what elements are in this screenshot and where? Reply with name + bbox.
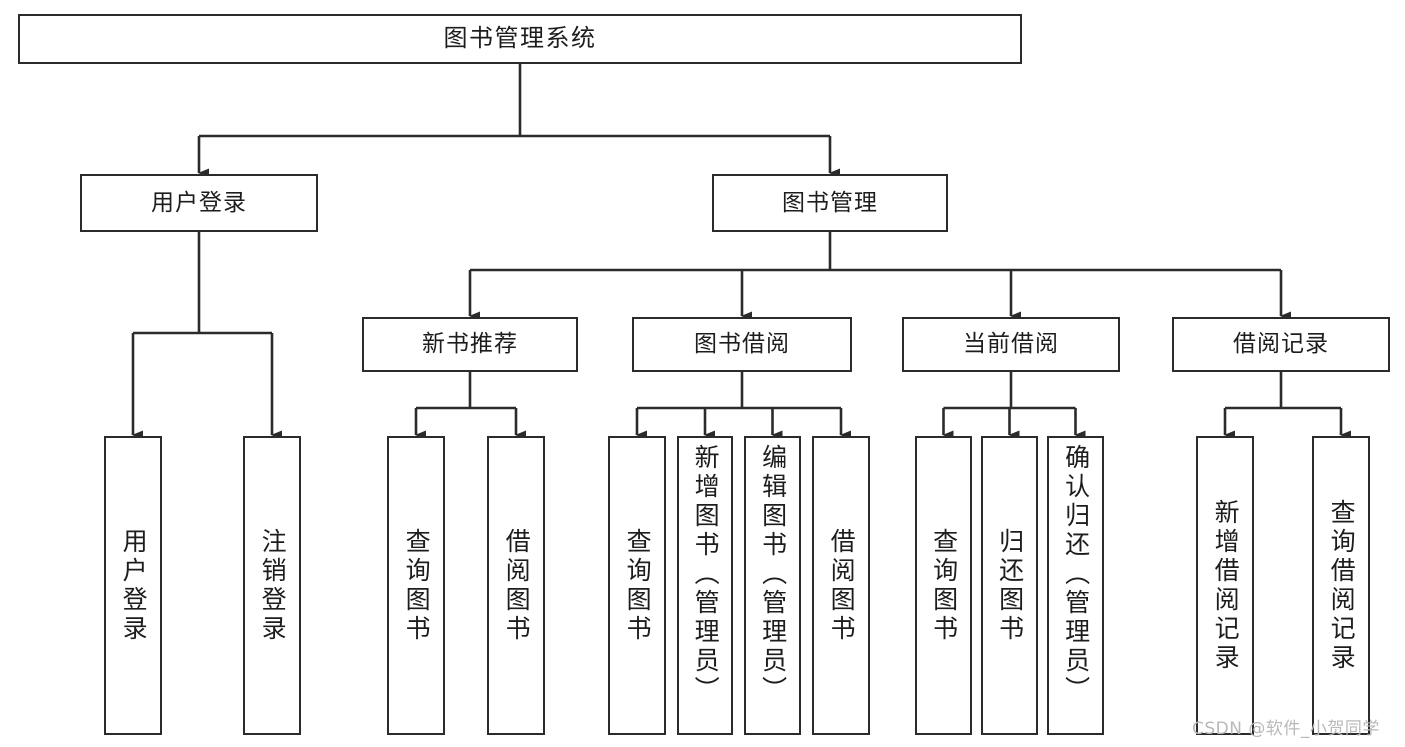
- node-label: 新增借阅记录: [1211, 498, 1241, 673]
- node-label: 新书推荐: [422, 331, 518, 358]
- node-label: 图书借阅: [694, 331, 790, 358]
- node-label: 用户登录: [151, 189, 247, 216]
- leaf-query-book-new[interactable]: 查询图书: [387, 436, 445, 735]
- node-label: 查询借阅记录: [1327, 498, 1357, 673]
- node-label: 归还图书: [995, 527, 1025, 644]
- node-label: 图书管理系统: [443, 24, 597, 53]
- leaf-edit-book-admin[interactable]: 编辑图书（管理员）: [744, 436, 801, 735]
- node-label: 查询图书: [929, 527, 959, 644]
- leaf-return-book[interactable]: 归还图书: [981, 436, 1038, 735]
- node-new-book-rec[interactable]: 新书推荐: [362, 317, 578, 372]
- node-label: 图书管理: [782, 189, 878, 216]
- node-label: 查询图书: [623, 527, 653, 644]
- leaf-query-book-c[interactable]: 查询图书: [915, 436, 972, 735]
- leaf-add-book-admin[interactable]: 新增图书（管理员）: [677, 436, 733, 735]
- leaf-confirm-return[interactable]: 确认归还（管理员）: [1047, 436, 1104, 735]
- node-label: 当前借阅: [963, 331, 1059, 358]
- watermark: CSDN @软件_小贺同学: [1192, 719, 1380, 739]
- leaf-add-record[interactable]: 新增借阅记录: [1196, 436, 1254, 735]
- node-label: 注销登录: [258, 527, 288, 644]
- node-label: 借阅记录: [1233, 331, 1329, 358]
- node-current-borrow[interactable]: 当前借阅: [902, 317, 1120, 372]
- leaf-user-login[interactable]: 用户登录: [104, 436, 162, 735]
- node-book-manage[interactable]: 图书管理: [712, 174, 948, 232]
- node-user-login[interactable]: 用户登录: [80, 174, 318, 232]
- node-label: 编辑图书（管理员）: [758, 444, 788, 705]
- leaf-query-book-b[interactable]: 查询图书: [608, 436, 666, 735]
- node-label: 确认归还（管理员）: [1061, 444, 1091, 705]
- node-label: 用户登录: [119, 527, 149, 644]
- node-label: 借阅图书: [827, 527, 857, 644]
- node-root[interactable]: 图书管理系统: [18, 14, 1022, 64]
- node-label: 新增图书（管理员）: [691, 444, 721, 705]
- leaf-borrow-book-b[interactable]: 借阅图书: [812, 436, 870, 735]
- leaf-logout[interactable]: 注销登录: [243, 436, 301, 735]
- leaf-borrow-book-new[interactable]: 借阅图书: [487, 436, 545, 735]
- node-borrow-record[interactable]: 借阅记录: [1172, 317, 1390, 372]
- leaf-query-record[interactable]: 查询借阅记录: [1312, 436, 1370, 735]
- node-label: 查询图书: [402, 527, 432, 644]
- node-book-borrow[interactable]: 图书借阅: [632, 317, 852, 372]
- node-label: 借阅图书: [502, 527, 532, 644]
